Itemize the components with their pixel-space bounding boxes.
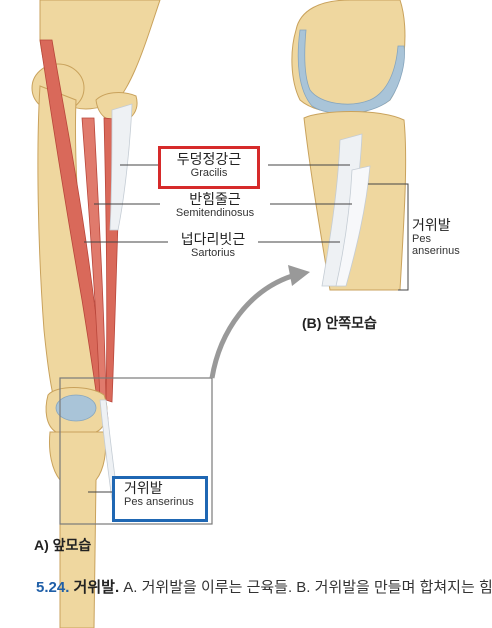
pes-ko-b: 거위발	[412, 217, 451, 233]
pes-anserinus-highlight-box	[112, 476, 208, 522]
gracilis-label: 두덩정강근 Gracilis	[158, 151, 260, 180]
pes-en-b1: Pes	[412, 233, 431, 246]
gracilis-highlight-box	[158, 146, 260, 189]
figure-title: 거위발.	[73, 579, 120, 596]
panel-b-view-label: (B) 안쪽모습	[302, 315, 377, 331]
condyle-cartilage	[297, 29, 405, 115]
tibia-bone	[49, 431, 107, 628]
panel-a-view-label: A) 앞모습	[34, 537, 92, 553]
pes-anserinus-label-a: 거위발 Pes anserinus	[116, 480, 206, 509]
gracilis-ko: 두덩정강근	[176, 151, 242, 167]
semitendinosus-en: Semitendinosus	[175, 207, 255, 220]
inset-frame	[59, 377, 213, 525]
pes-anserinus-label-b: 거위발 Pes anserinus	[412, 217, 484, 258]
gracilis-en: Gracilis	[190, 167, 228, 180]
pes-ko-a: 거위발	[124, 480, 163, 496]
semitendinosus-label: 반힘줄근 Semitendinosus	[160, 191, 270, 220]
connector-arrowhead	[288, 265, 310, 286]
sartorius-ko: 넙다리빗근	[180, 231, 246, 247]
pes-en-b2: anserinus	[412, 245, 460, 258]
pes-bracket-b	[368, 183, 409, 291]
figure-caption: 5.24. 거위발. A. 거위발을 이루는 근육들. B. 거위발을 만들며 …	[36, 576, 492, 597]
adductor-tendon	[109, 103, 133, 231]
patella-cartilage	[55, 394, 97, 422]
sartorius-en: Sartorius	[190, 247, 236, 260]
sartorius-label: 넙다리빗근 Sartorius	[168, 231, 258, 260]
figure-number: 5.24.	[36, 579, 70, 596]
panel-b-medial-view	[256, 0, 409, 291]
figure-caption-text: A. 거위발을 이루는 근육들. B. 거위발을 만들며 합쳐지는 힘	[119, 579, 492, 596]
connector-arrow	[209, 273, 293, 379]
pes-en-a: Pes anserinus	[124, 496, 194, 509]
panel-a-anterior-view	[31, 0, 213, 628]
tendon-strand-2	[335, 165, 371, 287]
semitendinosus-ko: 반힘줄근	[189, 191, 241, 207]
